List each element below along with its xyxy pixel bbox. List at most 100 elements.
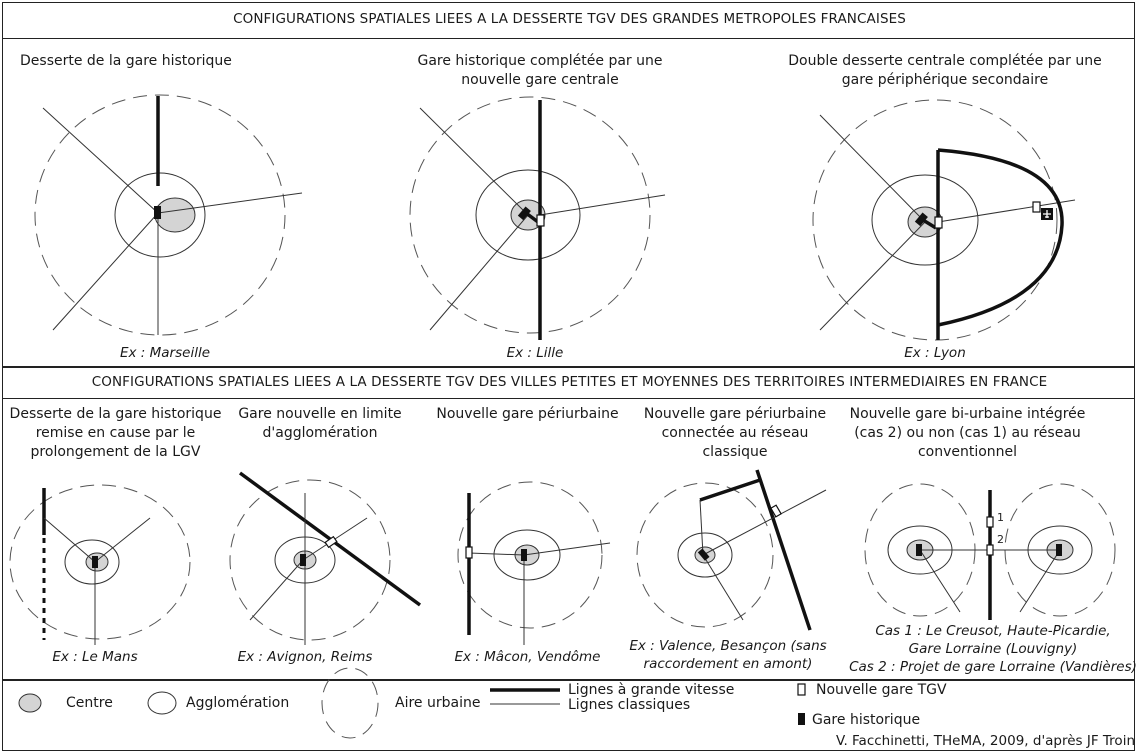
example-bi-urbaine-line-2: Gare Lorraine (Louvigny): [908, 641, 1078, 657]
historic-station-marker: [914, 212, 928, 227]
historic-station-marker: [517, 206, 531, 221]
classic-line: [539, 194, 666, 216]
example-bi-urbaine-line-3: Cas 2 : Projet de gare Lorraine (Vandièr…: [849, 659, 1137, 675]
historic-station-marker: [92, 556, 98, 568]
example-macon: Ex : Mâcon, Vendôme: [454, 649, 601, 665]
classic-line: [937, 199, 1076, 223]
legend-frame: [2, 680, 1135, 751]
case-2-marker-label: 2: [997, 533, 1004, 546]
aire-urbaine-ring: [1004, 483, 1116, 617]
panel-le-mans-drawing: [9, 484, 191, 645]
top-section-title: CONFIGURATIONS SPATIALES LIEES A LA DESS…: [233, 11, 906, 27]
classic-line: [42, 107, 159, 214]
legend-centre-symbol: [18, 693, 42, 713]
panel-lyon-drawing: [812, 99, 1076, 341]
legend-new-station-symbol: [797, 683, 806, 696]
panel-title-bi-urbaine: Nouvelle gare bi-urbaine intégrée (cas 2…: [849, 406, 1086, 460]
example-lille: Ex : Lille: [506, 345, 564, 361]
classic-line: [419, 107, 529, 216]
lgv-bypass-arc: [937, 148, 1064, 327]
classic-line: [819, 114, 926, 223]
panel-title-le-mans: Desserte de la gare historique remise en…: [9, 406, 222, 460]
bottom-section-frame: [2, 367, 1135, 680]
aire-urbaine-ring: [457, 481, 603, 629]
top-title-divider: [2, 38, 1135, 39]
panel-marseille-drawing: [34, 94, 303, 336]
agglomeration-ring: [475, 169, 581, 261]
classic-line: [43, 517, 96, 563]
example-marseille: Ex : Marseille: [119, 345, 211, 361]
panel-title-avignon: Gare nouvelle en limite d'agglomération: [238, 406, 402, 441]
agglomeration-ring: [493, 529, 561, 581]
example-lyon: Ex : Lyon: [904, 345, 966, 361]
historic-station-marker: [1056, 544, 1062, 556]
classic-line: [699, 499, 704, 556]
panel-title-marseille: Desserte de la gare historique: [20, 53, 232, 69]
historic-station-marker: [697, 548, 710, 561]
classic-line: [523, 542, 611, 556]
legend-historic-station-symbol: [798, 713, 805, 725]
panel-macon-drawing: [457, 481, 611, 645]
agglomeration-ring: [677, 532, 733, 578]
classic-line: [919, 549, 961, 613]
legend-aire-urbaine-label: Aire urbaine: [395, 695, 481, 711]
classic-line: [249, 559, 304, 621]
historic-station-marker: [916, 544, 922, 556]
legend-lgv-label: Lignes à grande vitesse: [568, 682, 735, 698]
example-le-mans: Ex : Le Mans: [52, 649, 138, 665]
legend-agglomeration-symbol: [147, 691, 177, 715]
panel-title-valence: Nouvelle gare périurbaine connectée au r…: [643, 406, 827, 460]
historic-station-marker: [300, 554, 306, 566]
legend-aire-urbaine-symbol: [321, 667, 379, 739]
example-valence: Ex : Valence, Besançon (sans raccordemen…: [629, 638, 827, 672]
new-station-marker: [1032, 201, 1041, 213]
airport-icon-glyph: [1043, 210, 1051, 218]
bottom-title-divider: [2, 398, 1135, 399]
classic-line: [468, 552, 525, 556]
classic-line: [702, 554, 744, 621]
top-section-frame: [2, 2, 1135, 367]
legend-centre-label: Centre: [66, 695, 113, 711]
classic-line: [157, 192, 303, 214]
panel-title-macon: Nouvelle gare périurbaine: [436, 406, 619, 422]
bottom-section-title: CONFIGURATIONS SPATIALES LIEES A LA DESS…: [91, 374, 1048, 390]
lgv-line: [755, 469, 812, 631]
agglomeration-ring: [64, 539, 120, 585]
historic-station-marker: [154, 206, 161, 219]
new-station-marker: [770, 504, 782, 518]
historic-station-marker: [521, 549, 527, 561]
agglomeration-ring: [871, 174, 979, 266]
legend-agglomeration-label: Agglomération: [186, 695, 290, 711]
example-avignon: Ex : Avignon, Reims: [237, 649, 373, 665]
panel-lille-drawing: [409, 96, 666, 340]
new-station-marker: [324, 535, 338, 549]
aire-urbaine-ring: [409, 96, 651, 334]
lgv-connector: [699, 478, 761, 502]
classic-line: [94, 517, 151, 563]
classic-line: [1019, 549, 1061, 613]
legend-historic-station-label: Gare historique: [812, 712, 921, 728]
panel-valence-drawing: [636, 469, 827, 631]
aire-urbaine-ring: [9, 484, 191, 640]
panel-bi-urbaine-drawing: 1 2: [864, 483, 1116, 620]
new-station-marker: [934, 216, 943, 229]
new-station-marker: [465, 546, 473, 559]
aire-urbaine-ring: [812, 99, 1058, 341]
lgv-connector: [524, 211, 540, 224]
new-station-marker-case-1: [986, 516, 994, 528]
classic-line: [702, 489, 827, 556]
case-1-marker-label: 1: [997, 511, 1004, 524]
example-bi-urbaine-line-1: Cas 1 : Le Creusot, Haute-Picardie,: [875, 623, 1111, 639]
panel-title-lyon: Double desserte centrale complétée par u…: [788, 53, 1102, 88]
lgv-connector: [922, 218, 937, 230]
legend-symbols: [18, 667, 806, 739]
aire-urbaine-ring: [34, 94, 286, 336]
credit-text: V. Facchinetti, THeMA, 2009, d'après JF …: [835, 733, 1135, 749]
legend-new-station-label: Nouvelle gare TGV: [816, 682, 947, 698]
aire-urbaine-ring: [636, 482, 774, 628]
legend-classic-label: Lignes classiques: [568, 697, 691, 713]
new-station-marker: [536, 214, 545, 227]
classic-line: [819, 221, 926, 331]
